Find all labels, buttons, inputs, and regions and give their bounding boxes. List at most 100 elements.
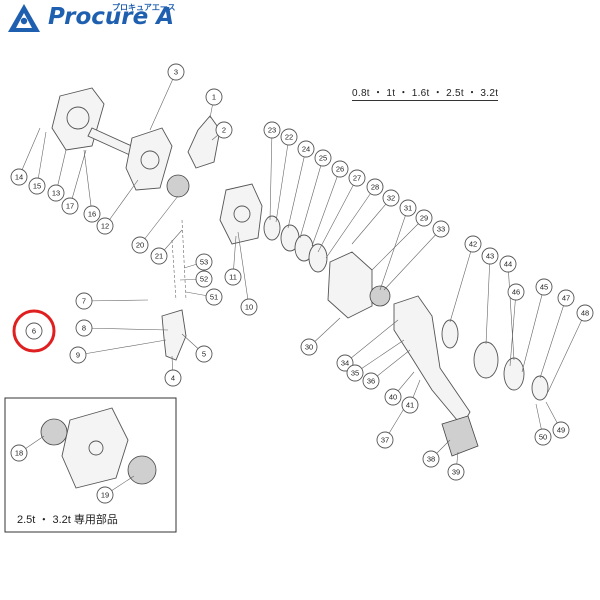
part-balloon-20: 20 (131, 236, 149, 254)
leader-line-26 (311, 168, 341, 247)
part-balloon-37: 37 (376, 431, 394, 449)
leader-line-27 (317, 177, 358, 253)
brand-name: Procure A (48, 4, 175, 30)
part-balloon-38: 38 (422, 450, 440, 468)
leader-line-29 (371, 217, 425, 271)
part-number-42: 42 (469, 240, 477, 249)
part-number-1: 1 (212, 93, 216, 102)
part-balloon-52: 52 (195, 270, 213, 288)
leader-line-12 (104, 179, 139, 227)
leader-line-23 (269, 129, 273, 221)
part-number-7: 7 (82, 297, 86, 306)
part-number-46: 46 (512, 288, 520, 297)
part-number-44: 44 (504, 260, 512, 269)
capacity-list: 0.8t ・ 1t ・ 1.6t ・ 2.5t ・ 3.2t (352, 84, 499, 101)
part-balloon-25: 25 (314, 149, 332, 167)
leader-line-43 (485, 255, 491, 345)
leader-line-31 (379, 207, 409, 291)
leader-lines (18, 71, 586, 496)
leader-line-48 (547, 312, 586, 393)
part-number-41: 41 (406, 401, 414, 410)
part-balloon-2: 2 (215, 121, 233, 139)
part-balloon-7: 7 (75, 292, 93, 310)
leader-line-10 (237, 231, 250, 308)
leader-line-14 (18, 127, 41, 178)
part-number-45: 45 (540, 283, 548, 292)
part-balloon-11: 11 (224, 268, 242, 286)
part-balloon-19: 19 (96, 486, 114, 504)
part-number-16: 16 (88, 210, 96, 219)
part-number-27: 27 (353, 174, 361, 183)
procure-a-logo: Procure A プロキュアエース (4, 2, 204, 36)
leader-line-24 (287, 148, 307, 229)
part-number-12: 12 (101, 222, 109, 231)
leader-line-32 (351, 197, 392, 245)
part-number-6: 6 (32, 327, 36, 336)
part-number-23: 23 (268, 126, 276, 135)
leader-line-42 (449, 243, 474, 323)
leader-line-17 (69, 149, 87, 207)
part-number-26: 26 (336, 165, 344, 174)
part-number-11: 11 (229, 273, 237, 282)
part-number-14: 14 (15, 173, 23, 182)
part-balloon-30: 30 (300, 338, 318, 356)
part-balloon-1: 1 (205, 88, 223, 106)
part-balloon-17: 17 (61, 197, 79, 215)
part-number-4: 4 (171, 374, 175, 383)
part-balloon-28: 28 (366, 178, 384, 196)
inset-box (4, 397, 177, 533)
leader-line-7 (83, 299, 149, 302)
part-balloon-34: 34 (336, 354, 354, 372)
part-balloon-8: 8 (75, 319, 93, 337)
part-balloon-23: 23 (263, 121, 281, 139)
part-number-17: 17 (66, 202, 74, 211)
hoist-drawing (40, 87, 549, 489)
part-balloon-42: 42 (464, 235, 482, 253)
part-number-25: 25 (319, 154, 327, 163)
part-balloon-27: 27 (348, 169, 366, 187)
leader-line-35 (354, 339, 405, 374)
part-number-20: 20 (136, 241, 144, 250)
part-number-8: 8 (82, 324, 86, 333)
part-balloon-40: 40 (384, 388, 402, 406)
part-number-35: 35 (351, 369, 359, 378)
part-number-31: 31 (404, 204, 412, 213)
part-number-49: 49 (557, 426, 565, 435)
part-balloon-26: 26 (331, 160, 349, 178)
leader-line-3 (149, 71, 177, 131)
leader-line-16 (83, 149, 93, 215)
part-balloon-6: 6 (25, 322, 43, 340)
part-balloon-48: 48 (576, 304, 594, 322)
part-balloon-16: 16 (83, 205, 101, 223)
part-balloon-39: 39 (447, 463, 465, 481)
part-balloon-35: 35 (346, 364, 364, 382)
part-number-13: 13 (52, 189, 60, 198)
part-number-28: 28 (371, 183, 379, 192)
part-number-34: 34 (341, 359, 349, 368)
brand-kana: プロキュアエース (112, 3, 176, 12)
part-number-51: 51 (210, 293, 218, 302)
part-balloon-45: 45 (535, 278, 553, 296)
part-balloon-36: 36 (362, 372, 380, 390)
part-balloon-29: 29 (415, 209, 433, 227)
part-number-38: 38 (427, 455, 435, 464)
part-balloon-13: 13 (47, 184, 65, 202)
leader-line-9 (77, 339, 167, 356)
part-balloon-44: 44 (499, 255, 517, 273)
part-number-3: 3 (174, 68, 178, 77)
leader-line-33 (383, 228, 442, 291)
part-balloon-49: 49 (552, 421, 570, 439)
part-number-24: 24 (302, 145, 310, 154)
part-balloon-43: 43 (481, 247, 499, 265)
part-number-52: 52 (200, 275, 208, 284)
part-balloon-47: 47 (557, 289, 575, 307)
part-number-29: 29 (420, 214, 428, 223)
part-number-53: 53 (200, 258, 208, 267)
part-balloon-21: 21 (150, 247, 168, 265)
part-balloon-46: 46 (507, 283, 525, 301)
part-number-30: 30 (305, 343, 313, 352)
part-number-33: 33 (437, 225, 445, 234)
part-balloon-51: 51 (205, 288, 223, 306)
part-balloon-10: 10 (240, 298, 258, 316)
